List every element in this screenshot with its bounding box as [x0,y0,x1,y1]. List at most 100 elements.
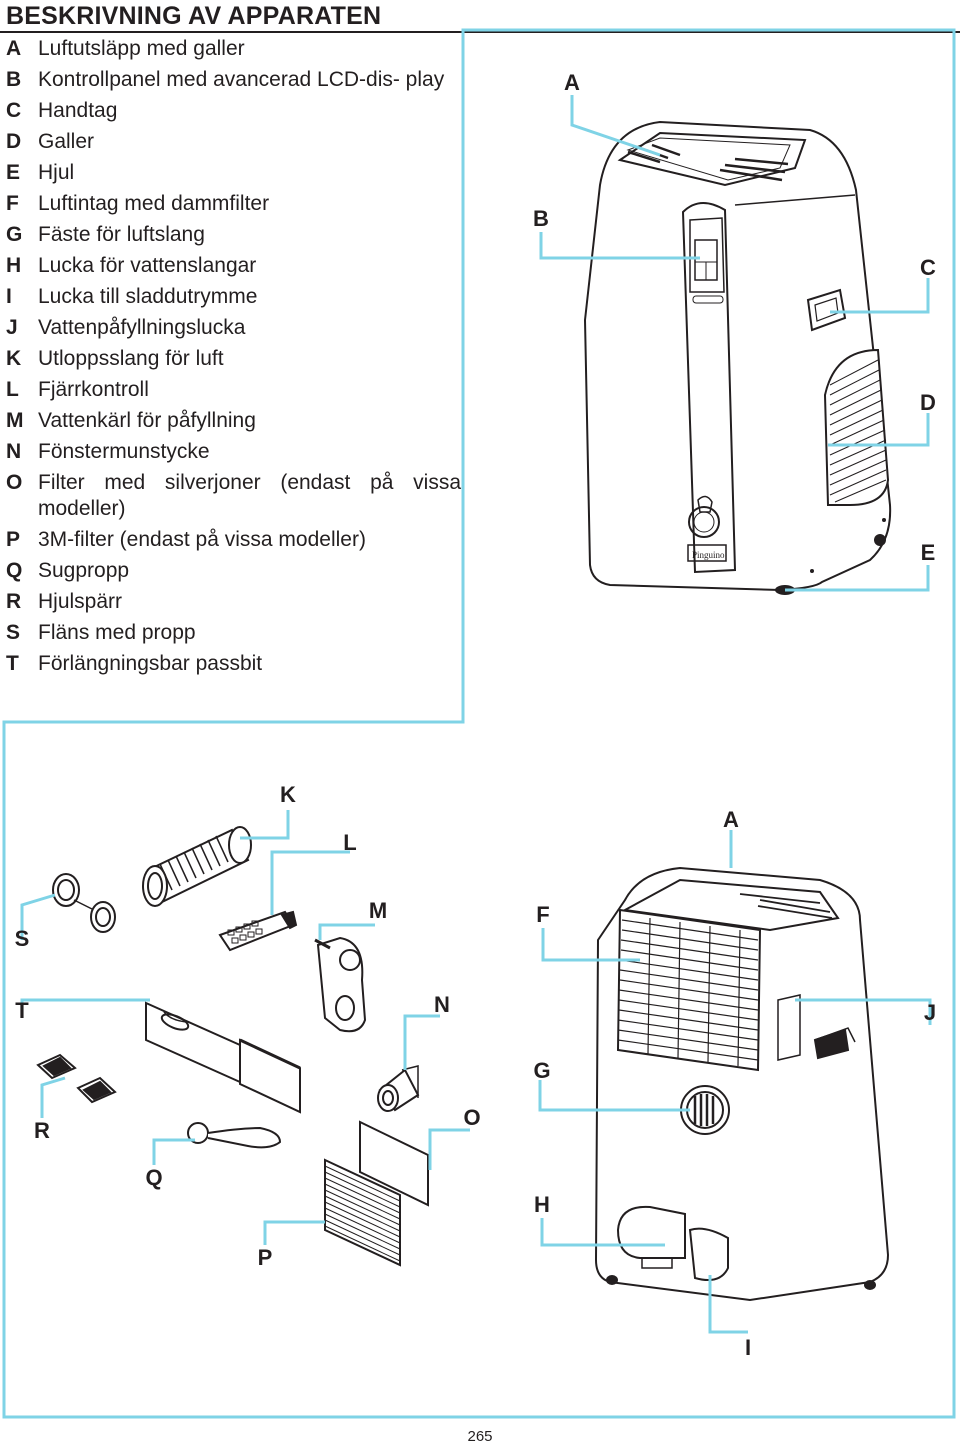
legend-item-p: P 3M-filter (endast på vissa modeller) [6,527,461,553]
legend-letter: T [6,652,19,675]
legend-text: 3M-filter (endast på vissa modeller) [38,528,366,551]
page-number: 265 [467,1428,493,1445]
remote-control [218,910,298,952]
legend-text: Fäste för luftslang [38,223,205,246]
legend-item-r: R Hjulspärr [6,589,461,615]
legend-item-a: A Luftutsläpp med galler [6,36,461,62]
silver-ion-filter [359,1120,429,1207]
callout-label: M [369,898,387,923]
callout-label: O [463,1105,480,1130]
legend-item-d: D Galler [6,129,461,155]
legend-text: Förlängningsbar passbit [38,652,263,675]
legend-item-t: T Förlängningsbar passbit [6,651,461,677]
legend-letter: G [6,223,23,246]
callout-label: L [343,830,356,855]
front-leader-lines [539,95,930,592]
legend-item-q: Q Sugpropp [6,558,461,584]
callout-label: A [723,807,739,832]
rear-top-vents [739,893,833,919]
legend-letter: A [6,37,22,60]
callout-label: D [920,390,936,415]
legend-text: Luftutsläpp med galler [38,37,245,60]
callout-label: E [921,540,936,565]
callout-label: S [15,926,30,951]
legend-letter: L [6,378,19,401]
water-vessel [314,936,367,1033]
hose-ribs [159,835,229,891]
legend-text: Vattenpåfyllningslucka [38,316,246,339]
legend-letter: K [6,347,22,370]
legend-item-f: F Luftintag med dammfilter [6,191,461,217]
legend-text: Fönstermunstycke [38,440,210,463]
callout-label: I [745,1335,751,1360]
legend-text: Fjärrkontroll [38,378,149,401]
legend-text: Lucka till sladdutrymme [38,285,258,308]
legend-letter: J [6,316,18,339]
svg-text:Pinguino: Pinguino [692,550,725,560]
callout-label: A [564,70,580,95]
callout-label: Q [145,1165,162,1190]
legend-letter: D [6,130,22,153]
legend-letter: R [6,590,22,613]
rear-view-unit [594,866,890,1302]
legend-letter: C [6,99,22,122]
window-nozzle [377,1065,420,1112]
legend-item-j: J Vattenpåfyllningslucka [6,315,461,341]
legend-text: Sugpropp [38,559,130,582]
callout-label: T [15,998,29,1023]
3m-filter [324,1158,401,1267]
legend-item-m: M Vattenkärl för påfyllning [6,408,461,434]
legend-letter: F [6,192,19,215]
legend-text: Vattenkärl för påfyllning [38,409,256,432]
callout-label: R [34,1118,50,1143]
accessories [36,826,429,1267]
legend-letter: E [6,161,21,184]
legend-letter: O [6,471,23,494]
legend-text: Utloppsslang för luft [38,347,224,370]
legend-text: Filter med silverjoner (endast på vissa … [38,471,461,520]
legend-text: Hjulspärr [38,590,123,613]
wheel-locks [36,1053,117,1104]
legend-text: Fläns med propp [38,621,196,644]
legend-text: Kontrollpanel med avancerad LCD-dis- pla… [38,68,445,91]
legend-item-h: H Lucka för vattenslangar [6,253,461,279]
legend-text: Galler [38,130,95,153]
suction-plug [187,1122,282,1149]
extendable-piece [145,1001,301,1114]
callout-label: J [924,1000,936,1025]
legend-item-k: K Utloppsslang för luft [6,346,461,372]
side-grille-hatch [829,359,887,503]
legend-item-n: N Fönstermunstycke [6,439,461,465]
callout-label: C [920,255,936,280]
callout-label: F [536,902,549,927]
legend-letter: H [6,254,22,277]
legend-text: Handtag [38,99,118,122]
callout-label: G [533,1058,550,1083]
legend-text: Hjul [38,161,75,184]
legend-item-s: S Fläns med propp [6,620,461,646]
legend-letter: Q [6,559,23,582]
legend-letter: S [6,621,21,644]
legend-item-i: I Lucka till sladdutrymme [6,284,461,310]
callout-label: B [533,206,549,231]
legend-item-o: O Filter med silverjoner (endast på vissa… [6,470,461,522]
legend-item-e: E Hjul [6,160,461,186]
callout-label: P [258,1245,273,1270]
legend-text: Lucka för vattenslangar [38,254,257,277]
page-title: BESKRIVNING AV APPARATEN [6,2,382,30]
legend-item-l: L Fjärrkontroll [6,377,461,403]
callout-label: K [280,782,296,807]
legend-letter: N [6,440,22,463]
callout-label: N [434,992,450,1017]
diagram-frame [2,28,956,1419]
legend-letter: P [6,528,21,551]
bottom-leader-lines [20,810,932,1334]
legend-letter: M [6,409,24,432]
exhaust-hose [142,826,252,907]
legend-text: Luftintag med dammfilter [38,192,270,215]
title-rule [0,31,960,33]
rear-intake-grille [617,917,759,1067]
legend-letter: I [6,285,12,308]
